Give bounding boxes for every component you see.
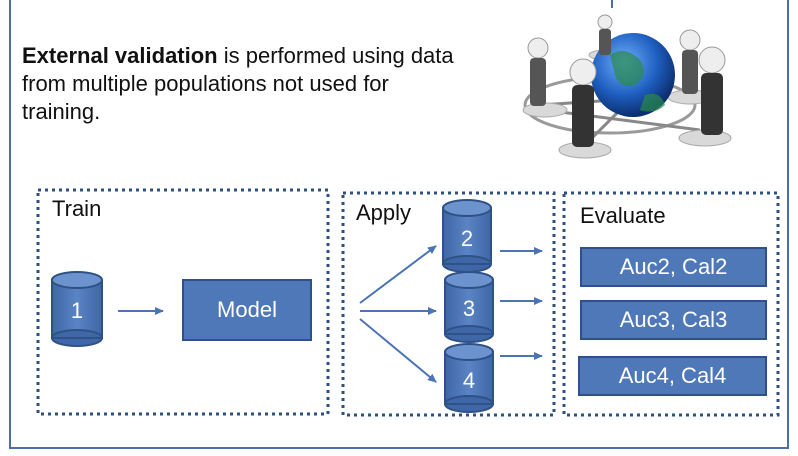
apply-label: Apply <box>356 200 412 225</box>
result-box-2: Auc2, Cal2 <box>580 247 767 287</box>
dataset-2-label: 2 <box>461 226 473 251</box>
evaluate-panel <box>562 191 780 417</box>
intro-bold: External validation <box>22 43 218 68</box>
dataset-4-cylinder: 4 <box>444 343 494 413</box>
result-box-3: Auc3, Cal3 <box>580 300 767 340</box>
intro-rest: is performed using data from multiple po… <box>22 43 454 124</box>
intro-text: External validation is performed using d… <box>22 42 462 126</box>
apply-panel <box>341 191 556 417</box>
dataset-1-cylinder: 1 <box>51 271 103 347</box>
train-panel <box>36 188 330 416</box>
outer-frame <box>9 0 789 449</box>
dataset-4-label: 4 <box>463 368 475 393</box>
dataset-3-cylinder: 3 <box>444 271 494 343</box>
dataset-2-cylinder: 2 <box>442 199 492 273</box>
train-label: Train <box>52 196 102 221</box>
arrow-to-dataset-2 <box>359 245 437 304</box>
result-box-4: Auc4, Cal4 <box>578 356 767 396</box>
people-globe-icon <box>522 14 732 159</box>
arrow-to-dataset-4 <box>359 318 437 383</box>
dataset-3-label: 3 <box>463 296 475 321</box>
evaluate-label: Evaluate <box>580 203 666 228</box>
dataset-1-label: 1 <box>71 298 83 323</box>
model-box: Model <box>182 279 312 341</box>
